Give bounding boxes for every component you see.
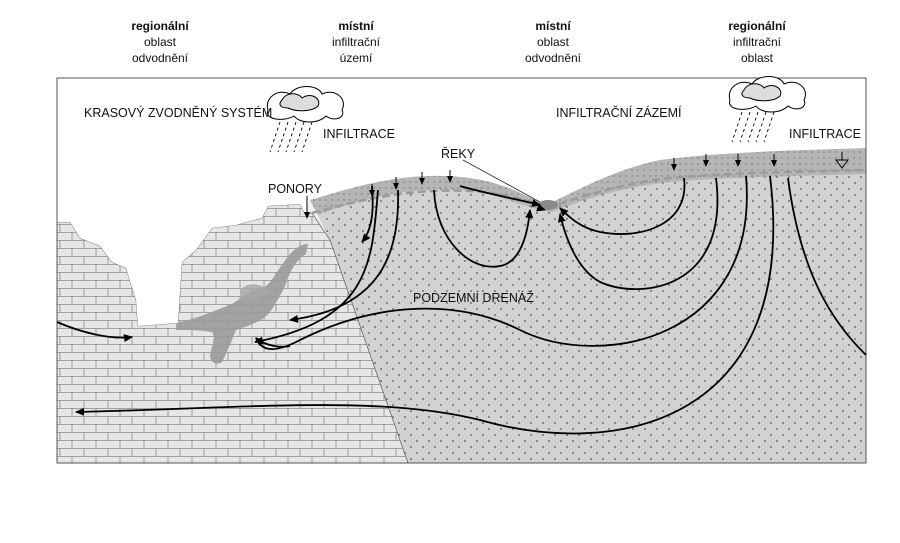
flow-line <box>459 185 541 207</box>
river-leader-line <box>462 159 541 203</box>
flow-line <box>559 177 686 235</box>
flow-line <box>557 177 719 290</box>
header-line: infiltrační <box>732 35 782 49</box>
header-title: regionální <box>131 19 189 33</box>
sandy-aquifer <box>310 148 866 463</box>
header-local-infiltration: místní infiltrační území <box>291 18 421 66</box>
rain-cloud-icon <box>266 86 344 153</box>
header-regional-infiltration: regionální infiltrační oblast <box>692 18 822 66</box>
label-infiltration-right: INFILTRACE <box>789 127 861 141</box>
cave-conduit <box>176 244 308 364</box>
label-karst-system: KRASOVÝ ZVODNĚNÝ SYSTÉM <box>84 105 272 120</box>
sky <box>57 78 866 326</box>
flow-line <box>75 175 775 435</box>
label-sinkholes: PONORY <box>268 182 323 196</box>
header-local-discharge: místní oblast odvodnění <box>488 18 618 66</box>
label-rivers: ŘEKY <box>441 146 476 161</box>
water-table-symbol-icon <box>835 152 849 169</box>
header-title: místní <box>535 19 571 33</box>
header-title: místní <box>338 19 374 33</box>
header-line: infiltrační <box>331 35 381 49</box>
header-line: odvodnění <box>131 51 189 65</box>
flow-line <box>56 321 133 343</box>
river-mark <box>538 200 558 210</box>
cave-branch <box>240 284 270 299</box>
label-recharge-area: INFILTRAČNÍ ZÁZEMÍ <box>556 105 682 120</box>
label-infiltration-left: INFILTRACE <box>323 127 395 141</box>
header-title: regionální <box>728 19 786 33</box>
water-table-line <box>311 168 866 215</box>
flow-line <box>787 177 867 356</box>
header-line: odvodnění <box>524 51 582 65</box>
header-line: oblast <box>143 35 177 49</box>
rain-cloud-icon <box>728 76 806 143</box>
diagram-frame <box>56 77 867 464</box>
flow-line <box>255 337 291 348</box>
header-regional-discharge: regionální oblast odvodnění <box>95 18 225 66</box>
label-underground-drainage: PODZEMNÍ DRENÁŽ <box>413 290 534 305</box>
flow-line <box>255 175 748 350</box>
flow-line <box>254 189 379 345</box>
header-line: oblast <box>536 35 570 49</box>
soil-layer <box>310 148 866 215</box>
flow-line <box>289 189 399 323</box>
header-line: území <box>339 51 373 65</box>
header-line: oblast <box>740 51 774 65</box>
flow-line <box>433 189 534 268</box>
